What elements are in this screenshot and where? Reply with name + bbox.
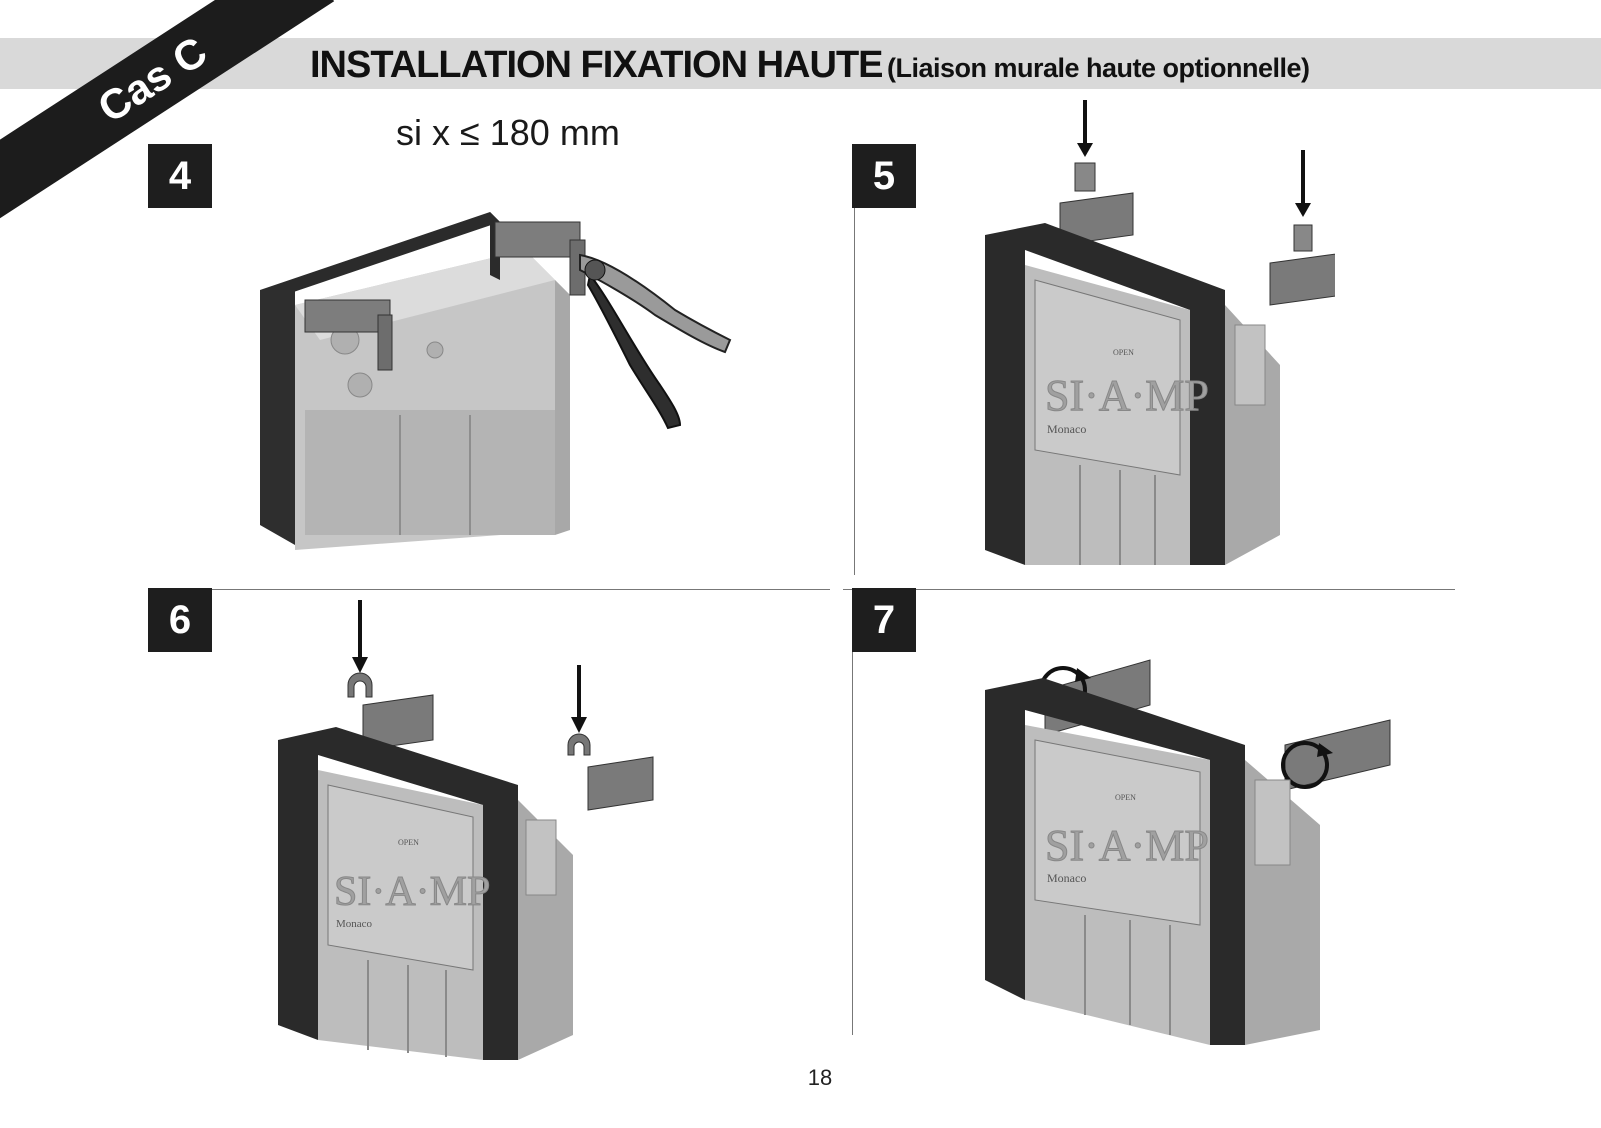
page-title-sub: (Liaison murale haute optionnelle) [886,53,1310,83]
step-badge-4: 4 [148,144,212,208]
brand-logo-step6: SI·A·MP [334,869,490,915]
open-label-step6: OPEN [398,838,419,847]
brand-origin-step6: Monaco [336,918,373,930]
step-7-illustration: SI·A·MP Monaco OPEN [985,659,1391,1045]
page-number: 18 [807,1065,833,1090]
header-band [0,38,1601,89]
step-badge-7: 7 [852,588,916,652]
step-5-illustration: SI·A·MP Monaco OPEN [985,100,1335,565]
step-badge-6: 6 [148,588,212,652]
step-badge-5: 5 [852,144,916,208]
open-label-step5: OPEN [1113,348,1134,357]
step-4-illustration [260,212,732,550]
condition-text: si x ≤ 180 mm [396,112,620,153]
divider-vertical-top [854,205,855,575]
step-6-illustration: SI·A·MP Monaco OPEN [278,600,654,1060]
brand-origin-step5: Monaco [1047,422,1086,436]
divider-vertical-bottom [852,590,853,1035]
open-label-step7: OPEN [1115,793,1136,802]
divider-horizontal-left [210,589,830,590]
arrow-down-icon-right [1295,150,1311,217]
brand-logo-step7: SI·A·MP [1045,821,1209,870]
divider-horizontal-right [843,589,1455,590]
arrow-down-icon-left [1077,100,1093,157]
page-title: INSTALLATION FIXATION HAUTE (Liaison mur… [310,42,1310,88]
arrow-down-icon-left [352,600,368,673]
arrow-down-icon-right [571,665,587,733]
rotate-icon-right [1281,741,1333,789]
brand-origin-step7: Monaco [1047,871,1086,885]
brand-logo-step5: SI·A·MP [1045,371,1209,420]
page-title-main: INSTALLATION FIXATION HAUTE [310,44,884,86]
